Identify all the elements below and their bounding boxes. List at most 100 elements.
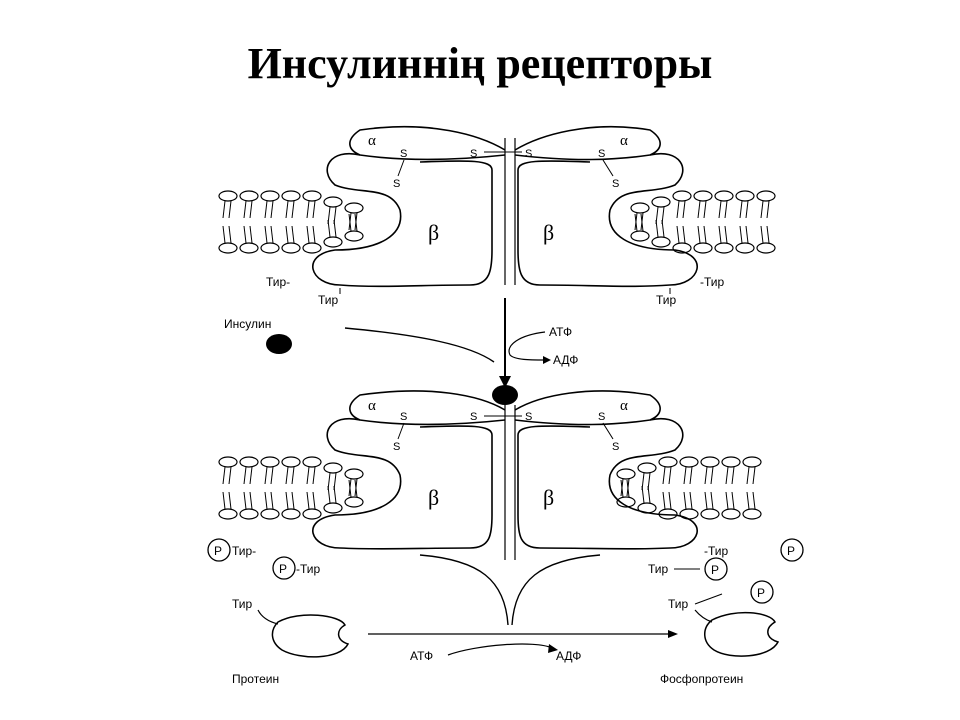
lipid-head [218, 190, 238, 202]
lipid-tail [249, 200, 253, 219]
lipid-tail [704, 491, 708, 510]
alpha-subunit-left [349, 390, 506, 426]
s-bond: S [598, 411, 605, 423]
lipid-head [260, 242, 280, 254]
lipid-tail [745, 225, 749, 244]
lipid-tail [647, 485, 651, 504]
lipid-tail [752, 491, 756, 510]
lipid-tail [746, 491, 750, 510]
lipid-head [260, 456, 280, 468]
lipid-tail [306, 200, 310, 219]
page-title: Инсулиннің рецепторы [247, 39, 713, 88]
tyr-right-1: -Тир [700, 275, 725, 289]
atp-adp-arrow [508, 331, 546, 361]
phosphate-circle [704, 557, 728, 581]
lipid-tail [683, 466, 687, 485]
lipid-tail [228, 225, 232, 244]
lipid-head [714, 242, 734, 254]
alpha-subunit-right [514, 125, 661, 161]
lipid-tail [354, 213, 358, 232]
lipid-head [742, 456, 762, 468]
lipid-tail [683, 491, 687, 510]
lipid-tail [760, 200, 764, 219]
lipid-head [323, 196, 343, 208]
s-bond: S [598, 148, 605, 160]
protein-shape [271, 614, 350, 658]
lipid-head [323, 236, 343, 248]
lipid-tail [354, 479, 358, 498]
lipid-head [693, 190, 713, 202]
tyr-right-2: Тир [656, 293, 677, 307]
s-bond: S [525, 411, 532, 423]
s-bond: S [612, 441, 619, 453]
lipid-tail [222, 225, 226, 244]
beta-subunit-left [312, 417, 493, 550]
lipid-tail [291, 491, 295, 510]
lipid-head [637, 462, 657, 474]
lipid-head [679, 508, 699, 520]
membrane-left [218, 190, 364, 254]
lipid-head [735, 190, 755, 202]
lipid-head [651, 196, 671, 208]
lipid-head [281, 508, 301, 520]
lipid-tail [760, 225, 764, 244]
lipid-head [302, 456, 322, 468]
lipid-tail [285, 466, 289, 485]
lipid-head [714, 190, 734, 202]
lipid-head [616, 468, 636, 480]
phosphoprotein-label: Фосфопротеин [660, 672, 743, 686]
beta-label-right: β [543, 485, 554, 510]
s-bond: S [525, 148, 532, 160]
adp-label-bottom: АДФ [556, 649, 581, 663]
lipid-head [281, 190, 301, 202]
lipid-tail [285, 491, 289, 510]
lipid-head [239, 508, 259, 520]
tyr-left-2: -Тир [296, 562, 321, 576]
lipid-tail [243, 200, 247, 219]
receptor-active: α α S S S S S S β β P Тир- P -Тир -Тир P… [207, 390, 804, 626]
lipid-tail [725, 466, 729, 485]
atp-label-bottom: АТФ [410, 649, 433, 663]
phosphate-circle [780, 538, 804, 562]
lipid-tail [682, 200, 686, 219]
lipid-head [302, 242, 322, 254]
atp-label-top: АТФ [549, 325, 572, 339]
lipid-head [658, 456, 678, 468]
lipid-tail [228, 200, 232, 219]
lipid-tail [662, 466, 666, 485]
phosphate-label: P [757, 586, 765, 600]
phosphate-circle [207, 538, 231, 562]
s-bond: S [393, 178, 400, 190]
lipid-tail [697, 225, 701, 244]
tyr-left-2: Тир [318, 293, 339, 307]
lipid-tail [655, 219, 659, 238]
s-bond: S [400, 411, 407, 423]
beta-label-left: β [428, 485, 439, 510]
lipid-tail [306, 491, 310, 510]
lipid-tail [222, 491, 226, 510]
lipid-tail [661, 219, 665, 238]
lipid-tail [264, 200, 268, 219]
alpha-subunit-right [514, 390, 661, 426]
lipid-tail [634, 213, 638, 232]
lipid-tail [327, 219, 331, 238]
lipid-head [742, 508, 762, 520]
alpha-label-left: α [368, 133, 376, 149]
insulin-molecule [266, 334, 292, 354]
phosphate-label: P [279, 562, 287, 576]
lipid-tail [249, 225, 253, 244]
lipid-tail [718, 200, 722, 219]
receptor-inactive: α α S S S S S S β β Тир- Тир -Тир Тир [218, 125, 776, 307]
lipid-head [616, 496, 636, 508]
lipid-tail [620, 479, 624, 498]
tyr-right-1: -Тир [704, 544, 729, 558]
lipid-head [281, 242, 301, 254]
lipid-head [344, 202, 364, 214]
lipid-tail [243, 491, 247, 510]
lipid-tail [306, 466, 310, 485]
lipid-tail [731, 491, 735, 510]
alpha-label-right: α [620, 398, 628, 414]
lipid-head [218, 508, 238, 520]
lipid-tail [228, 466, 232, 485]
lipid-tail [697, 200, 701, 219]
